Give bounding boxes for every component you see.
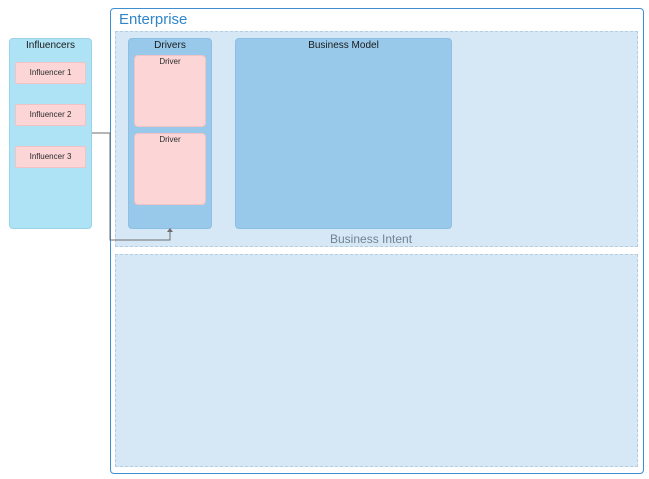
influencers-title: Influencers xyxy=(26,40,75,51)
influencer-box[interactable]: Influencer 1 xyxy=(15,62,86,84)
drivers-title: Drivers xyxy=(154,40,186,51)
influencer-box[interactable]: Influencer 3 xyxy=(15,146,86,168)
driver-box[interactable] xyxy=(134,55,206,127)
business-intent-label: Business Intent xyxy=(330,232,413,246)
business-model-panel xyxy=(235,38,452,229)
driver-label: Driver xyxy=(159,57,181,66)
driver-box[interactable] xyxy=(134,133,206,205)
lower-region xyxy=(115,254,638,467)
influencer-box[interactable]: Influencer 2 xyxy=(15,104,86,126)
driver-label: Driver xyxy=(159,135,181,144)
connector-arrowhead xyxy=(167,228,173,232)
business-model-title: Business Model xyxy=(308,40,379,51)
enterprise-title: Enterprise xyxy=(119,11,188,28)
connector-line xyxy=(92,132,171,241)
